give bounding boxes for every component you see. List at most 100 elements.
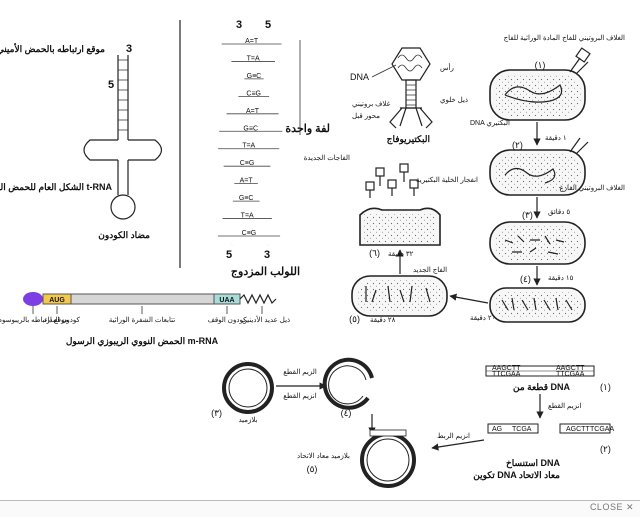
helix-base-pair-label: A=T (246, 108, 260, 115)
mrna-title: الحمض النووي الريبوزي الرسول m-RNA (66, 336, 219, 347)
trna-anticodon-loop (110, 194, 136, 220)
helix-base-pairs: A=TT=AG≡CC≡GA=TG≡CT=AC≡GA=TG≡CT=AC≡G (217, 38, 283, 237)
helix-base-pair-label: C≡G (246, 90, 261, 97)
recombinant-dna-figure: بلازميد (٣) الزيم القطع انزيم القطع (٤) … (211, 357, 614, 488)
svg-text:٣٢ دقيقة: ٣٢ دقيقة (388, 251, 414, 258)
trna-amino-site-label: موقع ارتباطه بالحمض الأميني (0, 43, 105, 55)
phage-head-dna (397, 54, 423, 72)
trna-general-shape-label: الشكل العام للحمض الريبوزي الناقل t-RNA (0, 182, 112, 193)
phage-head-label: رأس (440, 62, 454, 72)
svg-text:١٥ دقيقة: ١٥ دقيقة (548, 275, 574, 282)
recombinant-plasmid-label: بلازميد معاد الاتحاد (297, 452, 350, 460)
start-codon-label: كودون البداء (44, 316, 80, 324)
phage-figure: DNA رأس ذيل خلوي غلاف بروتيني محور قبل ا… (350, 47, 468, 145)
helix-base-pair-label: A=T (245, 38, 259, 45)
ligase-label: انزيم الربط (437, 432, 470, 440)
diagram-svg: 3 5 موقع ارتباطه بالحمض الأميني الشكل ال… (0, 19, 625, 488)
ribosome-site-label: موقع ارتباطه بالريبوسوم (0, 316, 69, 324)
lytic-stage-1: (١) DNA البكتيري المادة الوراثية للفاج ا… (470, 34, 625, 127)
svg-text:TCGA: TCGA (512, 426, 532, 433)
enzyme-cut-label: انزيم القطع (283, 392, 316, 400)
lytic-stage-2: (٢) الغلاف البروتيني الفارغ (489, 137, 625, 196)
new-phages-label: الفاجات الجديدة (304, 154, 350, 162)
svg-text:(٢): (٢) (600, 444, 611, 454)
helix-end-5-bottom: 5 (226, 249, 232, 261)
svg-text:(٤): (٤) (520, 274, 531, 284)
polya-tail (239, 293, 277, 305)
dna-fragment-cut-a (487, 423, 539, 434)
helix-base-pair-label: C≡G (240, 160, 255, 167)
bacterial-dna-label: DNA البكتيري (470, 119, 510, 127)
dna-fragment-cut-b (559, 423, 611, 434)
svg-text:(١): (١) (535, 60, 546, 70)
svg-text:(٢): (٢) (512, 140, 523, 150)
mrna-figure: AUG UAA موقع ارتباطه بالريبوسوم كودون ال… (0, 292, 290, 347)
svg-text:(٥): (٥) (349, 314, 360, 324)
phage-tail-sheath (405, 79, 417, 109)
plasmid-label: بلازميد (238, 416, 257, 424)
lytic-stage-4: (٤) (489, 274, 586, 323)
svg-text:١ دقيقة: ١ دقيقة (545, 135, 567, 142)
recombinant-plasmid-ring (360, 432, 416, 488)
svg-text:AAGCTT: AAGCTT (556, 365, 585, 372)
trna-end-3: 3 (126, 43, 132, 55)
phage-head (391, 47, 431, 81)
helix-base-pair-label: G≡C (243, 125, 258, 132)
svg-text:AGCTT: AGCTT (566, 426, 590, 433)
svg-text:AG: AG (492, 426, 502, 433)
phage-fibers-label: ذيل خلوي (440, 96, 468, 104)
helix-base-pair-label: T=A (242, 143, 255, 150)
empty-coat-label: الغلاف البروتيني الفارغ (559, 184, 625, 192)
helix-end-3-bottom: 3 (264, 249, 270, 261)
helix-base-pair-label: A=T (240, 178, 254, 185)
helix-strand-a-fill (208, 27, 290, 248)
bottom-bar: CLOSE ✕ (0, 500, 640, 517)
svg-text:TTCGAA: TTCGAA (492, 371, 521, 378)
trna-acceptor-stem (117, 55, 129, 140)
svg-text:AAGCTT: AAGCTT (492, 365, 521, 372)
helix-base-pair-label: T=A (241, 213, 254, 220)
new-phage-label: الفاج الجديد (413, 266, 447, 274)
released-phages (369, 172, 415, 198)
ribosome-site (23, 292, 43, 306)
close-button[interactable]: CLOSE ✕ (589, 502, 634, 512)
lytic-stage-6: الفاجات الجديدة انفجار الخلية البكتيرية … (304, 154, 478, 258)
start-codon-text: AUG (49, 297, 65, 304)
protein-coat-label: الغلاف البروتيني للفاج (562, 34, 625, 42)
genetic-material-label: المادة الوراثية للفاج (504, 34, 560, 42)
stop-codon-label: كودون الوقف (208, 316, 247, 324)
helix-base-pair-label: T=A (247, 55, 260, 62)
svg-text:٢٠ دقيقة: ٢٠ دقيقة (470, 315, 495, 322)
svg-text:(٤): (٤) (341, 408, 352, 418)
phage-sheath-label: غلاف بروتيني (352, 100, 391, 108)
svg-text:(١): (١) (600, 382, 611, 392)
trna-stem-bonds (118, 59, 128, 131)
trna-anticodon-label: مضاد الكودون (98, 230, 150, 241)
stop-codon-text: UAA (219, 297, 234, 304)
bacterium-dna-1 (504, 84, 563, 103)
lytic-stage-3: (٣) (489, 210, 586, 265)
helix-turn-label: لفة واحدة (285, 123, 330, 135)
helix-base-pair-label: C≡G (242, 230, 257, 237)
svg-text:(٣): (٣) (522, 210, 533, 220)
burst-label: انفجار الخلية البكتيرية (416, 176, 478, 184)
svg-text:٢٨ دقيقة: ٢٨ دقيقة (370, 317, 396, 324)
helix-title: اللولب المزدوج (231, 266, 300, 278)
polya-label: ذيل عديد الأدينين (242, 314, 290, 324)
attached-phage-1 (569, 57, 589, 75)
phage-core-label: محور قبل (352, 112, 380, 120)
svg-text:TTCGAA: TTCGAA (556, 371, 585, 378)
lytic-stage-5: الفاج الجديد ٢٨ دقيقة (٥) (349, 266, 448, 324)
svg-text:TCGAA: TCGAA (590, 426, 614, 433)
gene-seq-label: تتابعات الشفرة الوراثية (109, 316, 175, 324)
phage-dna-label: DNA (350, 72, 369, 82)
svg-text:(٦): (٦) (369, 248, 380, 258)
phage-tail-fibers (389, 107, 433, 129)
phage-title: البكتيريوفاج (387, 134, 430, 145)
helix-strand-b-fill (206, 27, 287, 248)
trna-end-5: 5 (108, 79, 114, 91)
gene-sequence-bar (70, 293, 215, 305)
enzyme-cut-label-3: انزيم القطع (548, 402, 581, 410)
svg-text:(٣): (٣) (211, 408, 222, 418)
